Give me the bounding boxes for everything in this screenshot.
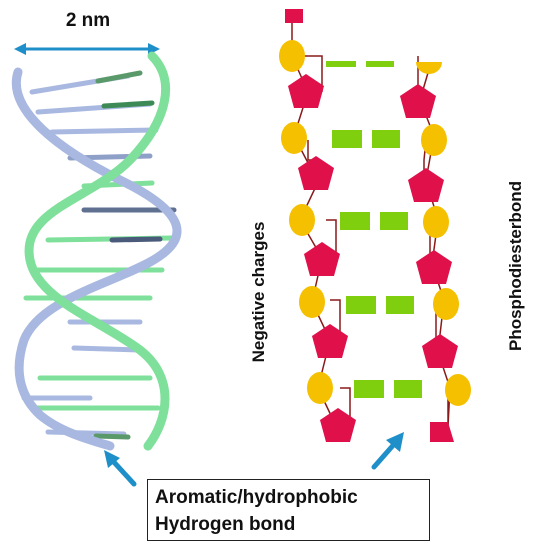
base [340, 212, 370, 230]
phosphate [422, 334, 458, 368]
base [366, 61, 394, 67]
phosphate [298, 156, 334, 190]
sugar [433, 288, 459, 320]
phosphodiester-label: Phosphodiesterbond [506, 181, 525, 351]
double-helix [11, 51, 182, 451]
base-pair-rung [101, 100, 155, 109]
base [354, 380, 384, 398]
pointer-arrow-right [371, 432, 404, 470]
phosphate [430, 422, 454, 442]
phosphate [408, 168, 444, 202]
sugar [445, 374, 471, 406]
base-pair-rung [109, 236, 163, 243]
sugar [307, 372, 333, 404]
caption-box: Aromatic/hydrophobic Hydrogen bond [147, 479, 430, 541]
pointer-arrow-left [104, 450, 137, 487]
sugar [423, 206, 449, 238]
sugar [289, 204, 315, 236]
sugars [279, 40, 471, 406]
phosphate [320, 408, 356, 442]
phosphate [400, 84, 436, 118]
base [332, 130, 362, 148]
phosphate-top [285, 9, 303, 23]
base [372, 130, 400, 148]
phosphate [312, 324, 348, 358]
base [394, 380, 422, 398]
arrowhead-icon [104, 450, 120, 468]
width-label: 2 nm [66, 10, 110, 31]
phosphate [304, 242, 340, 276]
base-pair-rung [49, 127, 159, 135]
phosphate [416, 250, 452, 284]
green-strand [24, 51, 170, 451]
phosphates [285, 9, 458, 442]
bases [326, 61, 422, 398]
sugar [416, 62, 442, 74]
base-pair-rung [93, 433, 131, 440]
width-arrow-left-head [14, 43, 26, 55]
sugar [281, 122, 307, 154]
blue-strand [11, 67, 182, 451]
base [386, 296, 414, 314]
caption-line-1: Aromatic/hydrophobic [155, 487, 358, 508]
sugar [279, 40, 305, 72]
sugar [421, 124, 447, 156]
negative-charges-label: Negative charges [249, 222, 268, 363]
schematic-ladder [279, 9, 471, 442]
base [380, 212, 408, 230]
phosphate [288, 74, 324, 108]
base [326, 61, 356, 67]
base [346, 296, 376, 314]
caption-line-2: Hydrogen bond [155, 514, 296, 535]
arrowhead-icon [386, 432, 404, 452]
base-pair-rung [71, 345, 143, 353]
sugar [299, 286, 325, 318]
width-indicator: 2 nm [14, 10, 160, 55]
base-pair-rung [95, 70, 143, 84]
